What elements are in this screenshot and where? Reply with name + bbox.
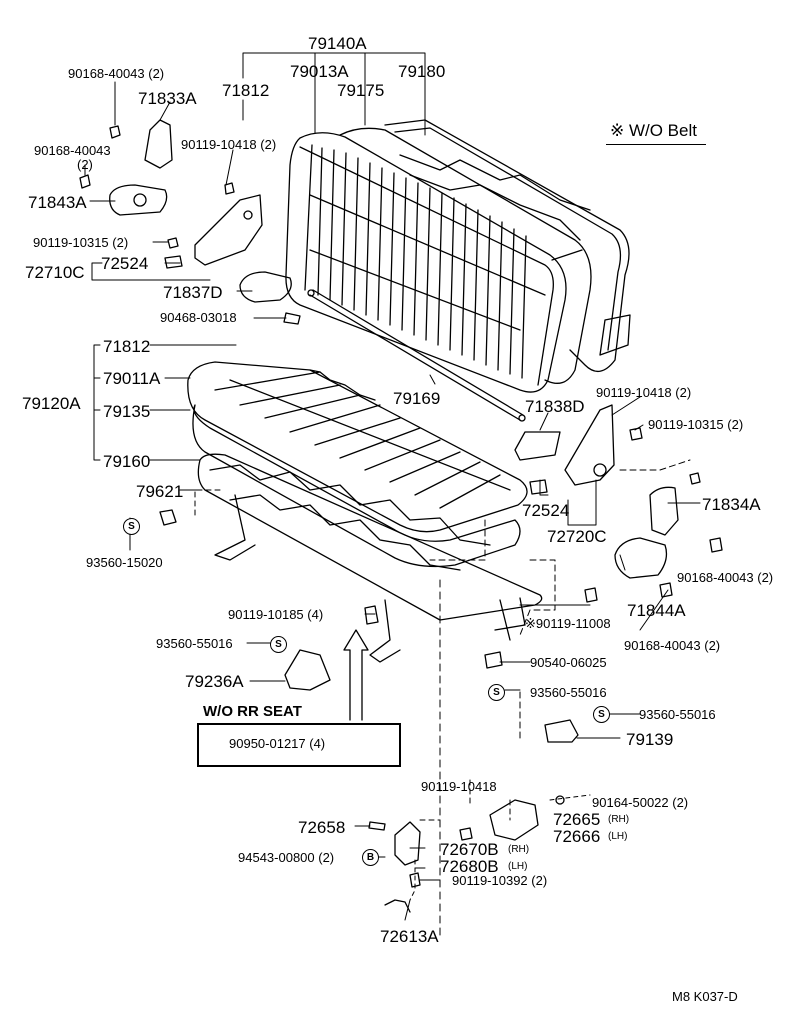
part-79621: 79621 [136, 482, 184, 501]
seat-back-assembly [285, 119, 631, 393]
part-71844A: 71844A [627, 601, 686, 620]
part-93560-55016-a: 93560-55016 [156, 636, 233, 651]
part-79011A: 79011A [103, 369, 161, 388]
part-94543-00800: 94543-00800 (2) [238, 850, 335, 865]
part-90119-10315-top: 90119-10315 (2) [33, 235, 129, 250]
part-72670B-side: (RH) [508, 844, 530, 855]
seat-cushion-assembly [187, 289, 543, 663]
part-90468-03018: 90468-03018 [160, 310, 237, 325]
part-90950-01217: 90950-01217 (4) [229, 736, 326, 751]
part-71837D: 71837D [163, 283, 223, 302]
part-72666: 72666 [553, 827, 601, 846]
part-79120A: 79120A [22, 394, 81, 413]
part-79236A: 79236A [185, 672, 244, 691]
part-79180: 79180 [398, 62, 446, 81]
small-parts-top-left [79, 119, 301, 526]
part-90164-50022: 90164-50022 (2) [592, 795, 689, 810]
part-71812-mid: 71812 [103, 337, 151, 356]
diagram-code: M8 K037-D [672, 989, 738, 1004]
part-93560-55016-c: 93560-55016 [639, 707, 716, 722]
part-93560-55016-b: 93560-55016 [530, 685, 607, 700]
part-79175: 79175 [337, 81, 385, 100]
part-72524-right: 72524 [522, 501, 570, 520]
part-79013A: 79013A [290, 62, 349, 81]
part-90540-06025: 90540-06025 [530, 655, 607, 670]
part-71812-top: 71812 [222, 81, 270, 100]
part-90119-10418-top: 90119-10418 (2) [181, 137, 277, 152]
part-71833A: 71833A [138, 89, 197, 108]
part-90119-11008: ※90119-11008 [525, 616, 611, 631]
part-71834A: 71834A [702, 495, 761, 514]
b-symbol-94543-00800: B [362, 849, 379, 866]
part-90168-40043-a: 90168-40043 (2) [68, 66, 165, 81]
part-79139: 79139 [626, 730, 674, 749]
wo-belt-note: ※ W/O Belt [610, 121, 697, 140]
part-72710C: 72710C [25, 263, 85, 282]
wo-belt-underline [606, 144, 706, 145]
part-79140A: 79140A [308, 34, 367, 53]
part-90168-40043-right: 90168-40043 (2) [677, 570, 774, 585]
part-79169: 79169 [393, 389, 441, 408]
part-72665: 72665 [553, 810, 601, 829]
wo-rr-seat-title: W/O RR SEAT [203, 703, 302, 720]
part-72720C: 72720C [547, 527, 607, 546]
part-93560-15020: 93560-15020 [86, 555, 163, 570]
s-symbol-93560-55016-a: S [270, 636, 287, 653]
part-90119-10185: 90119-10185 (4) [228, 607, 324, 622]
part-90168-40043-b-qty: (2) [77, 157, 93, 172]
part-90119-10392: 90119-10392 (2) [452, 873, 548, 888]
part-71838D: 71838D [525, 397, 585, 416]
part-79160: 79160 [103, 452, 151, 471]
s-symbol-93560-15020: S [123, 518, 140, 535]
part-72680B: 72680B [440, 857, 499, 876]
part-79135: 79135 [103, 402, 151, 421]
s-symbol-93560-55016-b: S [488, 684, 505, 701]
part-72670B: 72670B [440, 840, 499, 859]
small-parts-right [484, 404, 723, 743]
part-71843A: 71843A [28, 193, 87, 212]
wo-rr-seat-box: 90950-01217 (4) [197, 723, 401, 767]
part-72665-side: (RH) [608, 814, 630, 825]
part-72524-top: 72524 [101, 254, 149, 273]
leader-lines [84, 52, 701, 936]
part-72658: 72658 [298, 818, 346, 837]
part-90168-40043-b: 90168-40043 [34, 143, 111, 158]
part-72666-side: (LH) [608, 831, 628, 842]
s-symbol-93560-55016-c: S [593, 706, 610, 723]
part-90119-10315-right: 90119-10315 (2) [648, 417, 744, 432]
part-90119-10418-low: 90119-10418 [421, 779, 497, 794]
part-72680B-side: (LH) [508, 861, 528, 872]
part-72613A: 72613A [380, 927, 439, 946]
part-90168-40043-right2: 90168-40043 (2) [624, 638, 721, 653]
part-90119-10418-right: 90119-10418 (2) [596, 385, 692, 400]
